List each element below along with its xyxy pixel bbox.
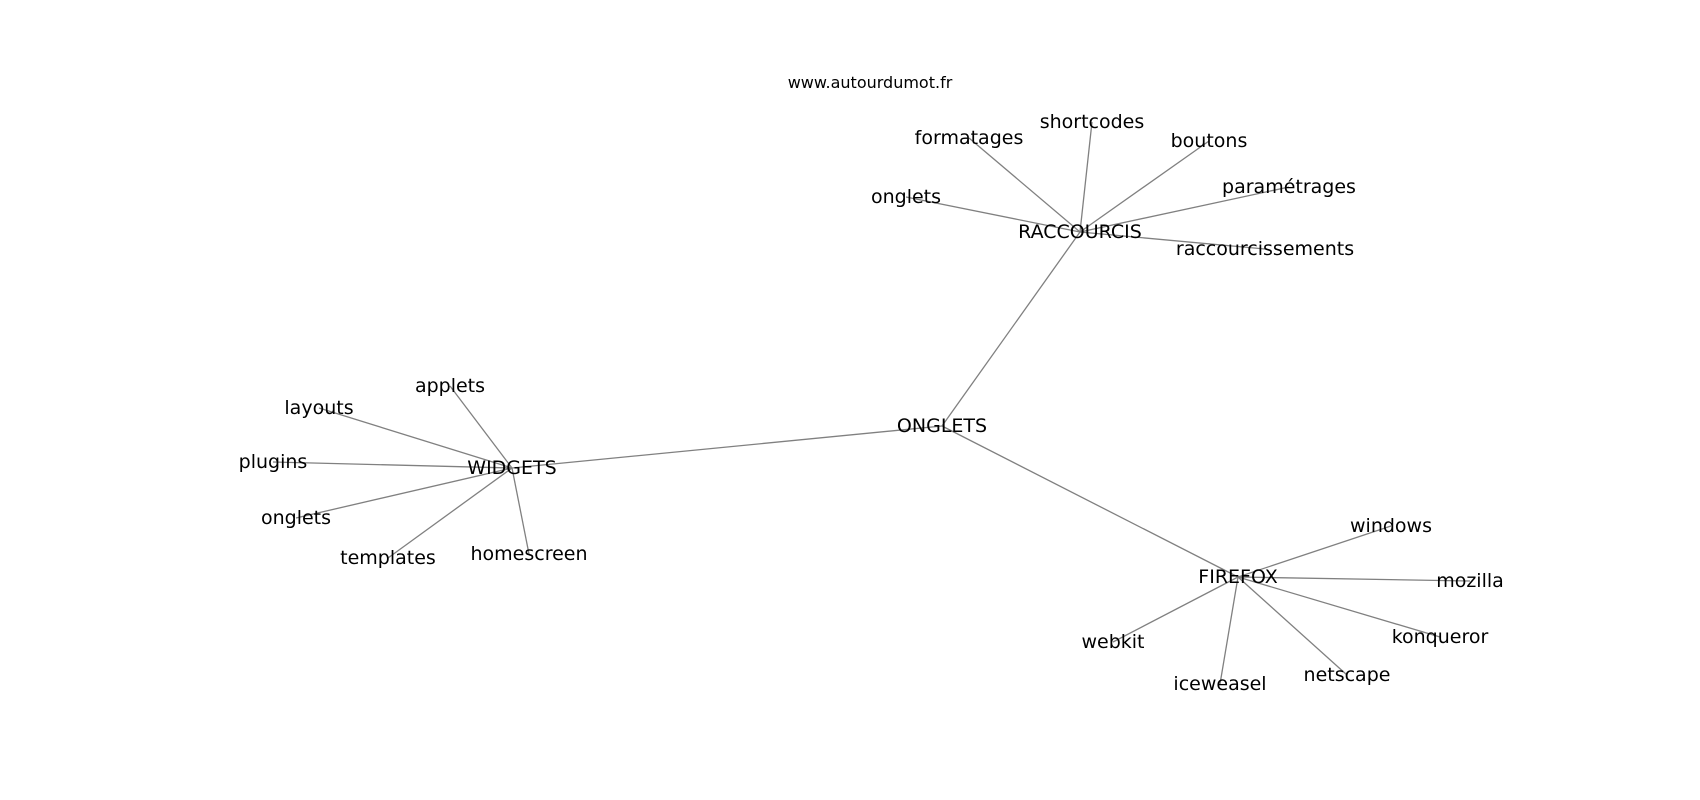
edge-widgets-applets: [449, 385, 513, 469]
leaf-node-widgets-onglets: onglets: [261, 507, 331, 529]
leaf-node-firefox-netscape: netscape: [1304, 664, 1391, 686]
leaf-node-widgets-layouts: layouts: [284, 397, 353, 419]
edge-raccourcis-formatages: [968, 137, 1081, 233]
leaf-node-widgets-homescreen: homescreen: [470, 543, 587, 565]
edge-firefox-mozilla: [1237, 576, 1471, 582]
edge-widgets-layouts: [318, 407, 513, 469]
graph-labels: www.autourdumot.fr onglets formatages shor…: [239, 73, 1504, 695]
leaf-node-firefox-iceweasel: iceweasel: [1173, 673, 1266, 695]
leaf-node-firefox-mozilla: mozilla: [1436, 570, 1504, 592]
edge-firefox-netscape: [1237, 576, 1348, 676]
edge-widgets-homescreen: [511, 467, 530, 555]
leaf-node-raccourcis-onglets: onglets: [871, 186, 941, 208]
edge-firefox-iceweasel: [1219, 576, 1239, 685]
edge-widgets-onglets: [295, 467, 513, 519]
hub-node-raccourcis: RACCOURCIS: [1018, 221, 1142, 243]
leaf-node-firefox-konqueror: konqueror: [1392, 626, 1489, 648]
edge-raccourcis-onglets: [905, 196, 1081, 233]
leaf-node-widgets-applets: applets: [415, 375, 485, 397]
leaf-node-widgets-plugins: plugins: [239, 451, 308, 473]
leaf-node-raccourcis-boutons: boutons: [1171, 130, 1248, 152]
leaf-node-firefox-windows: windows: [1350, 515, 1432, 537]
edge-raccourcis-parametrages: [1079, 186, 1290, 233]
edge-raccourcis-raccourcissements: [1079, 231, 1266, 250]
leaf-node-raccourcis-parametrages: paramétrages: [1222, 176, 1356, 198]
leaf-node-widgets-templates: templates: [340, 547, 436, 569]
leaf-node-raccourcis-raccourcissements: raccourcissements: [1176, 238, 1354, 260]
site-watermark: www.autourdumot.fr: [788, 73, 953, 92]
edge-raccourcis-boutons: [1079, 140, 1210, 233]
edge-root-widgets: [511, 425, 943, 469]
hub-node-widgets: WIDGETS: [467, 457, 556, 479]
edge-widgets-templates: [387, 467, 513, 559]
hub-node-firefox: FIREFOX: [1198, 566, 1277, 588]
root-node: ONGLETS: [897, 415, 987, 437]
graph-edges: [272, 121, 1471, 685]
leaf-node-raccourcis-shortcodes: shortcodes: [1040, 111, 1145, 133]
edge-firefox-konqueror: [1237, 576, 1441, 638]
edge-root-firefox: [941, 425, 1239, 578]
edge-firefox-webkit: [1112, 576, 1239, 643]
leaf-node-raccourcis-formatages: formatages: [915, 127, 1024, 149]
leaf-node-firefox-webkit: webkit: [1081, 631, 1144, 653]
edge-widgets-plugins: [272, 461, 513, 469]
edge-firefox-windows: [1237, 525, 1392, 578]
edge-raccourcis-shortcodes: [1079, 121, 1093, 233]
edge-root-raccourcis: [941, 231, 1081, 427]
